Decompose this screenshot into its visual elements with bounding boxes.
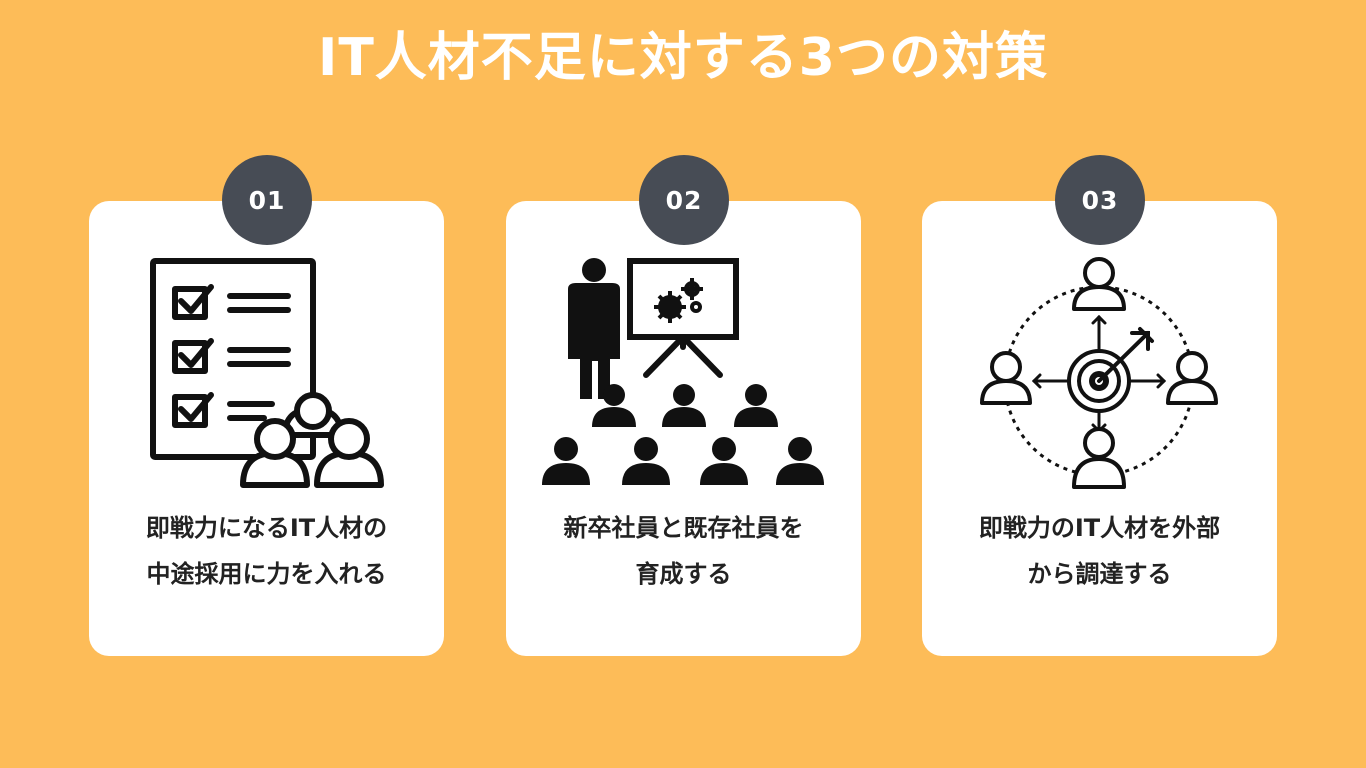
caption-line: から調達する: [1027, 560, 1172, 588]
page-title: IT人材不足に対する3つの対策: [317, 28, 1048, 88]
strategy-caption-1: 即戦力になるIT人材の 中途採用に力を入れる: [99, 505, 434, 597]
caption-line: 新卒社員と既存社員を: [563, 514, 804, 542]
training-presentation-icon: [506, 249, 861, 494]
target-network-icon: [922, 249, 1277, 494]
strategy-card-3: 03: [922, 155, 1277, 656]
step-number-badge-1: 01: [222, 155, 312, 245]
caption-line: 中途採用に力を入れる: [146, 560, 387, 588]
strategy-caption-2: 新卒社員と既存社員を 育成する: [516, 505, 851, 597]
step-number-badge-2: 02: [639, 155, 729, 245]
caption-line: 即戦力のIT人材を外部: [978, 514, 1221, 542]
caption-line: 即戦力になるIT人材の: [145, 514, 388, 542]
strategy-card-2: 02: [506, 155, 861, 656]
checklist-team-icon: [89, 249, 444, 494]
step-number-badge-3: 03: [1055, 155, 1145, 245]
caption-line: 育成する: [635, 560, 732, 588]
strategy-card-1: 01: [89, 155, 444, 656]
strategy-caption-3: 即戦力のIT人材を外部 から調達する: [932, 505, 1267, 597]
